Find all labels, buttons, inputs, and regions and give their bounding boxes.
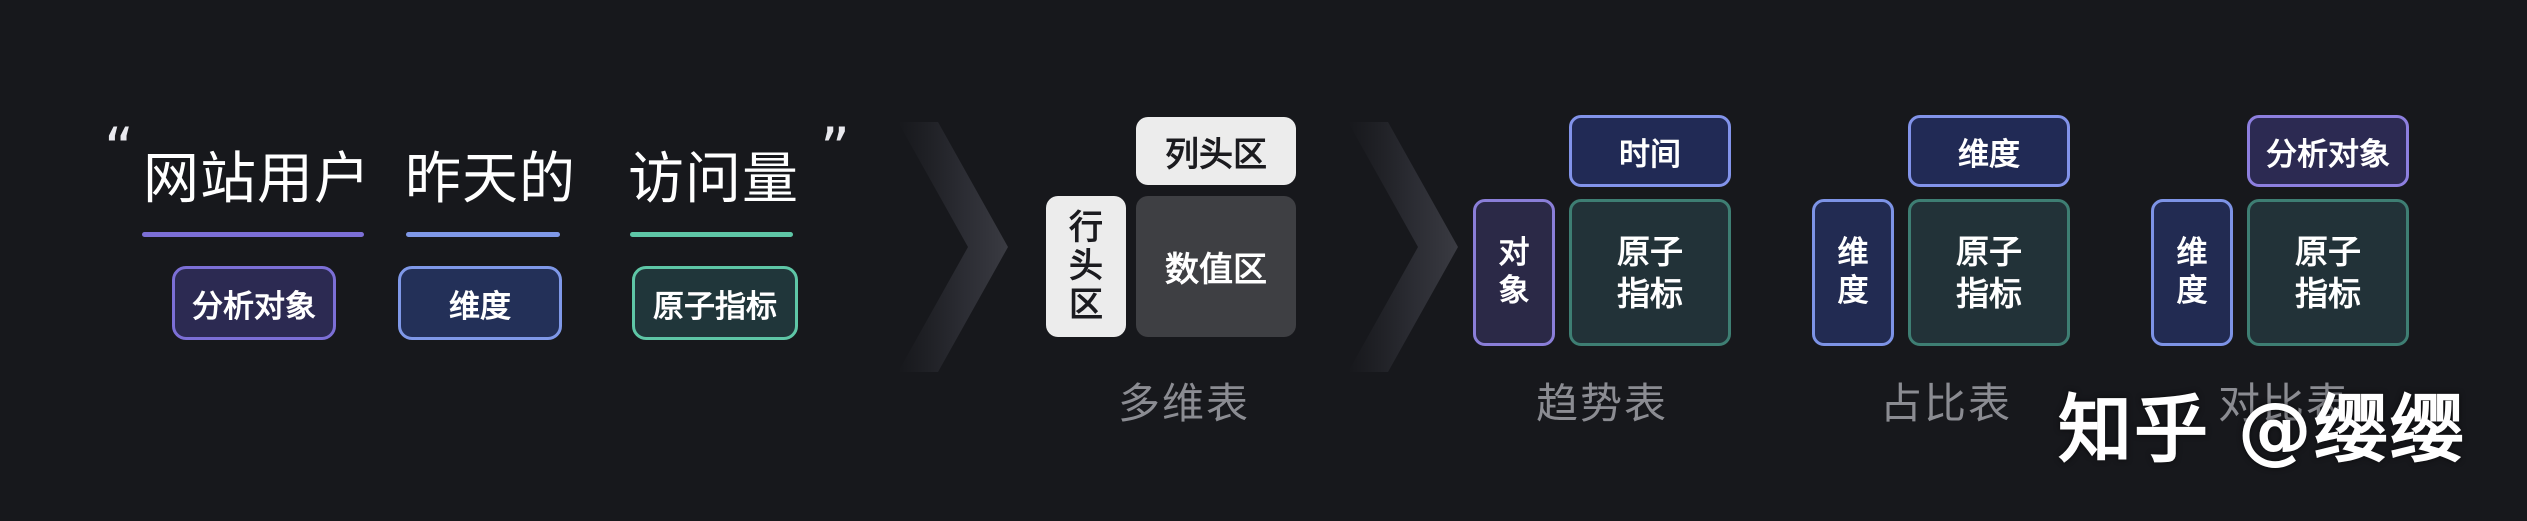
- row-header-char: 区: [1069, 284, 1103, 325]
- analysis-object-tag: 分析对象: [172, 266, 336, 340]
- close-quote: ”: [820, 115, 851, 183]
- metric-word: 访问量: [628, 147, 799, 212]
- proportion-main-line: 原子: [1956, 232, 2022, 272]
- proportion-side-char: 度: [1837, 272, 1869, 309]
- time-word: 昨天的: [405, 147, 576, 212]
- dimension-tag: 维度: [398, 266, 562, 340]
- subject-word: 网站用户: [143, 147, 371, 212]
- proportion-main-line: 指标: [1956, 273, 2022, 313]
- comparison-main-box: 原子 指标: [2247, 199, 2409, 346]
- subject-underline: [142, 232, 364, 237]
- watermark: 知乎 @缨缨: [2058, 387, 2466, 473]
- comparison-side-tag: 维 度: [2151, 199, 2233, 346]
- trend-main-line: 指标: [1617, 273, 1683, 313]
- chevron-right-icon: [1348, 122, 1458, 372]
- open-quote: “: [104, 115, 135, 183]
- value-area: 数值区: [1136, 196, 1296, 337]
- row-header-char: 行: [1069, 208, 1103, 249]
- chevron-right-icon: [898, 122, 1008, 372]
- proportion-table-caption: 占比表: [1880, 379, 2013, 428]
- proportion-top-tag: 维度: [1908, 115, 2070, 187]
- trend-side-tag: 对 象: [1473, 199, 1555, 346]
- comparison-main-line: 指标: [2295, 273, 2361, 313]
- comparison-side-char: 维: [2176, 235, 2208, 272]
- comparison-table-caption: 对比表: [2218, 379, 2351, 428]
- trend-side-char: 对: [1498, 235, 1530, 272]
- proportion-side-tag: 维 度: [1812, 199, 1894, 346]
- row-header-char: 头: [1069, 246, 1103, 287]
- multi-dim-table-caption: 多维表: [1118, 379, 1251, 428]
- atomic-metric-tag: 原子指标: [632, 266, 798, 340]
- proportion-main-box: 原子 指标: [1908, 199, 2070, 346]
- time-underline: [406, 232, 560, 237]
- trend-main-line: 原子: [1617, 232, 1683, 272]
- trend-main-box: 原子 指标: [1569, 199, 1731, 346]
- trend-top-tag: 时间: [1569, 115, 1731, 187]
- comparison-top-tag: 分析对象: [2247, 115, 2409, 187]
- comparison-main-line: 原子: [2295, 232, 2361, 272]
- comparison-side-char: 度: [2176, 272, 2208, 309]
- proportion-side-char: 维: [1837, 235, 1869, 272]
- column-header-area: 列头区: [1136, 117, 1296, 185]
- trend-side-char: 象: [1498, 272, 1530, 309]
- row-header-area: 行 头 区: [1046, 196, 1126, 337]
- trend-table-caption: 趋势表: [1536, 379, 1669, 428]
- metric-underline: [630, 232, 793, 237]
